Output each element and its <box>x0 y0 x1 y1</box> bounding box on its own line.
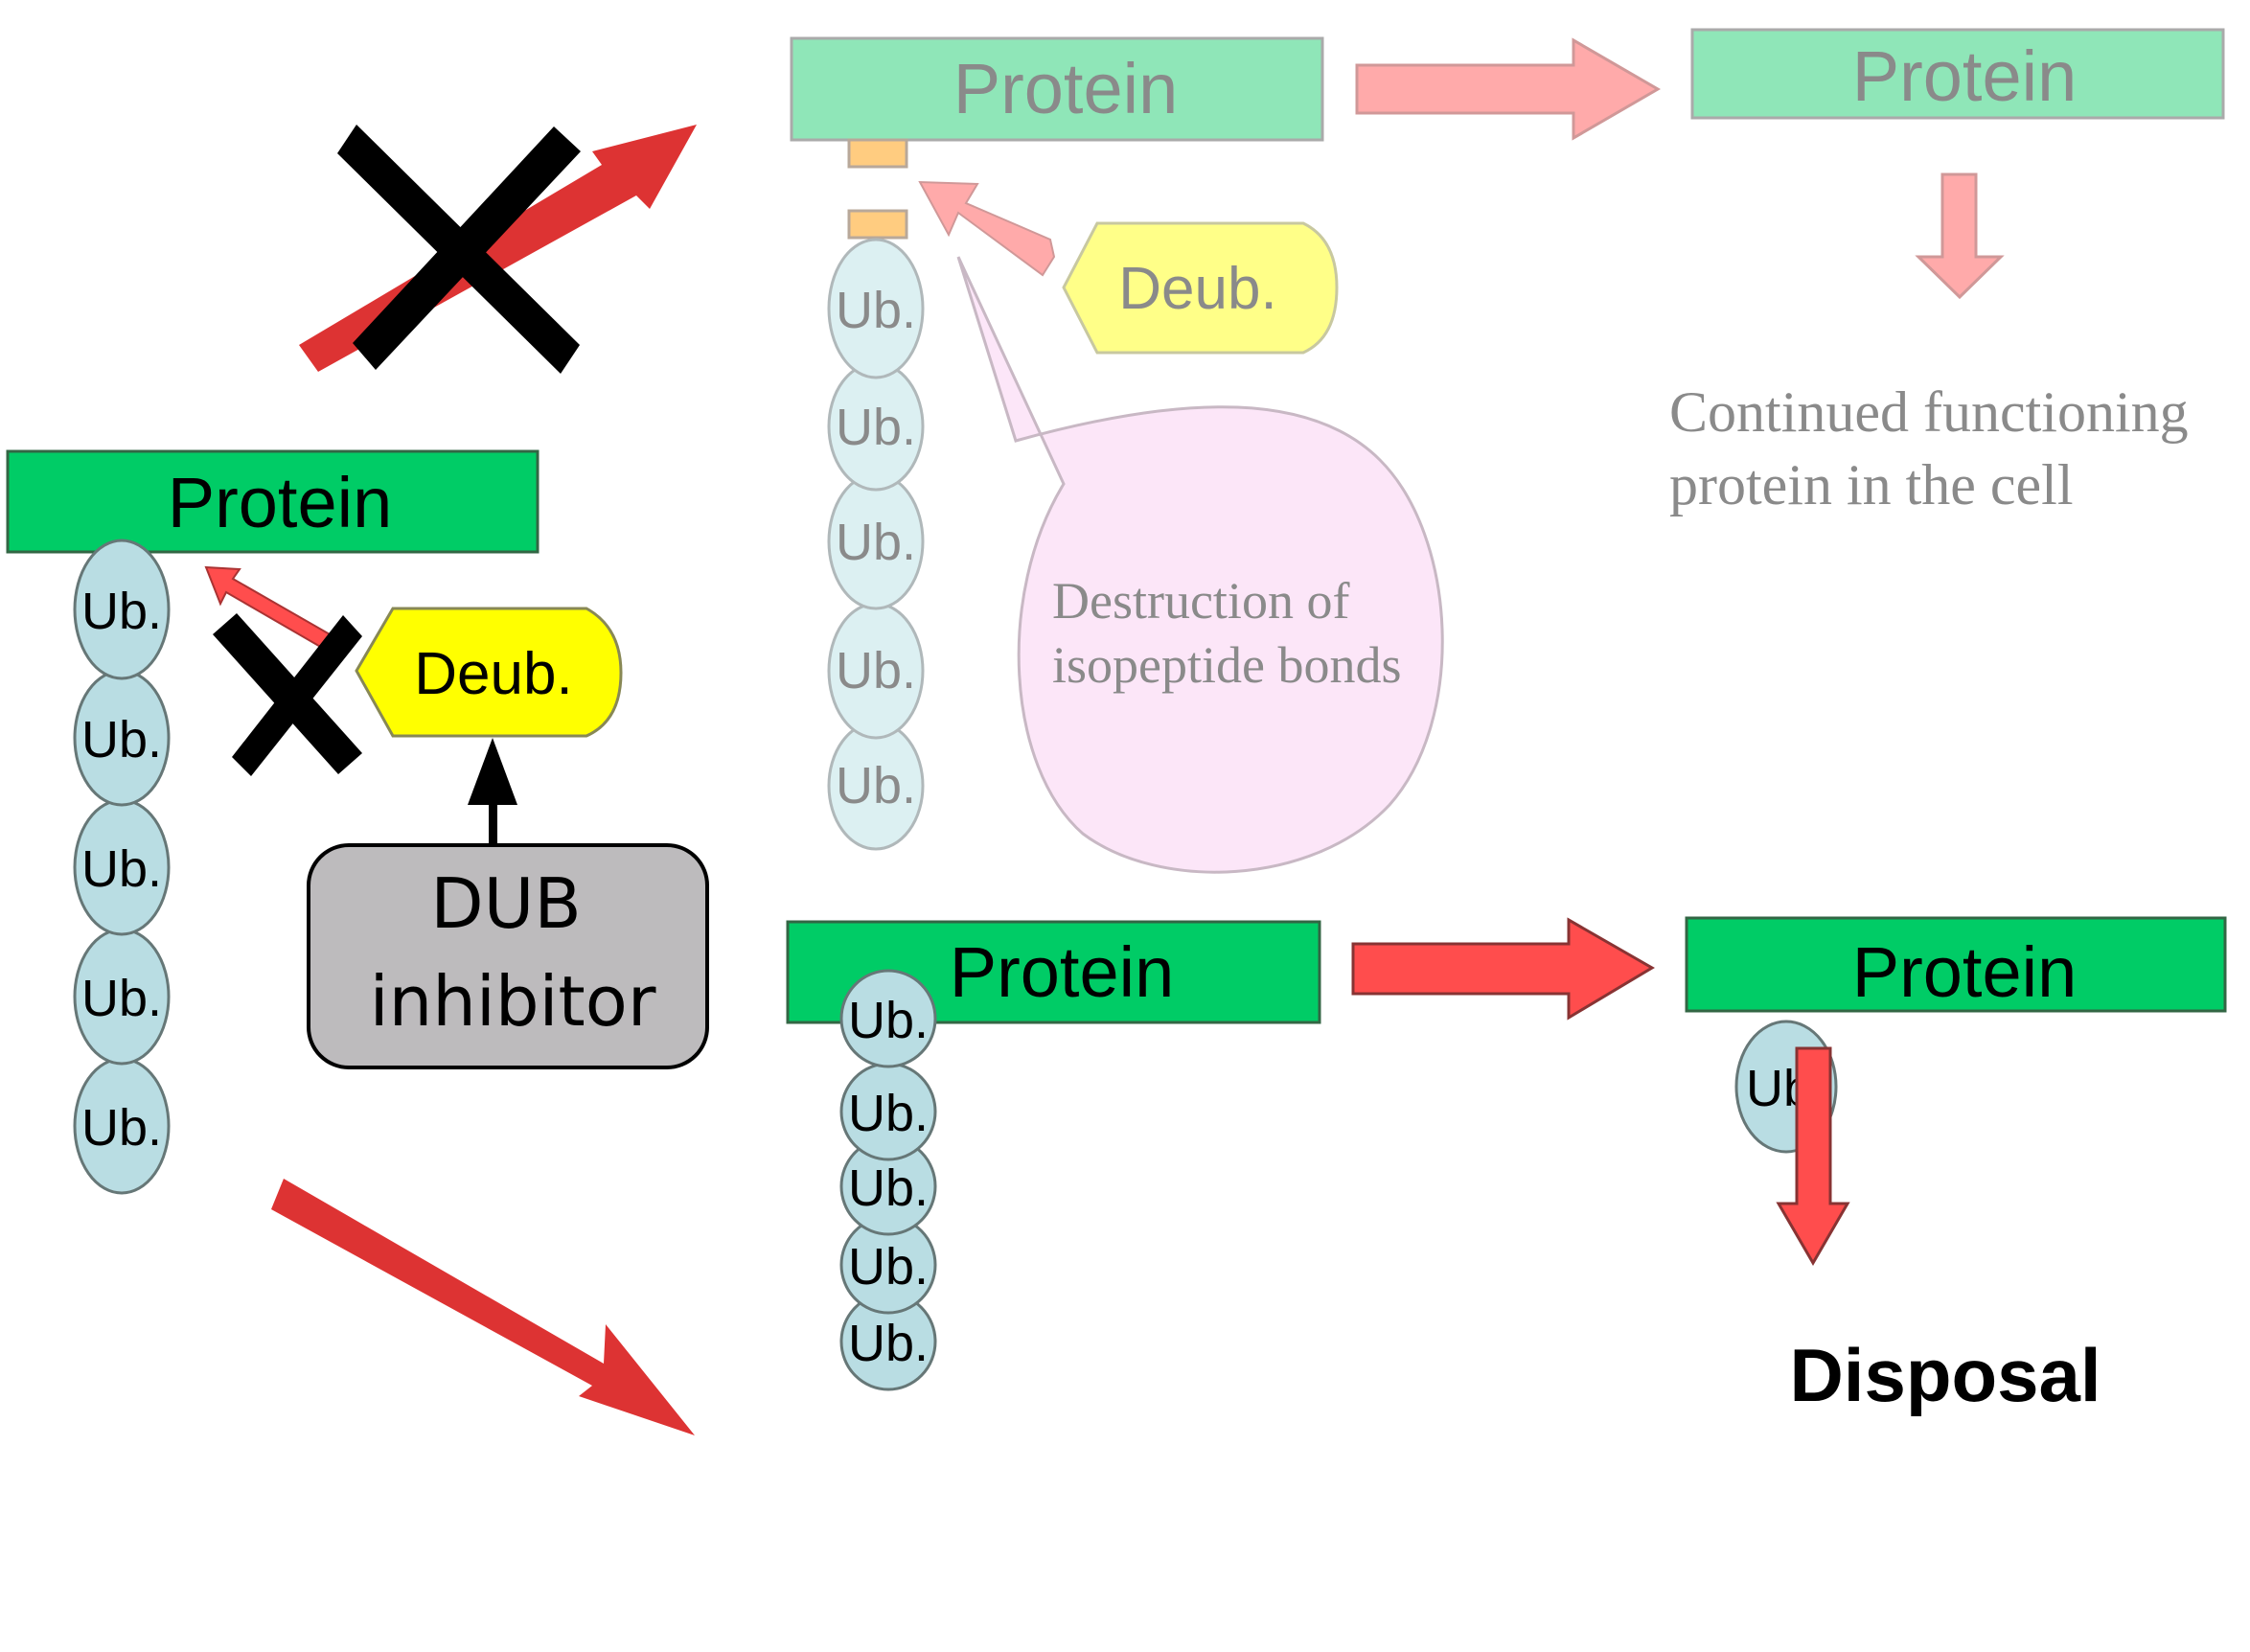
top-ub-chain: Ub. Ub. Ub. Ub. Ub. <box>827 238 925 851</box>
top-result-protein-label: Protein <box>1852 36 2077 116</box>
top-down-arrow <box>1915 172 2005 300</box>
ub-label: Ub. <box>848 1238 929 1296</box>
ub-circle <box>827 238 925 379</box>
left-panel: Protein Ub. Ub. Ub. Ub. Ub. Deub. <box>6 449 709 1435</box>
left-deub-label: Deub. <box>414 641 572 707</box>
ub-label: Ub. <box>848 1085 929 1142</box>
left-protein-label: Protein <box>168 463 392 542</box>
ub-label: Ub. <box>81 970 162 1027</box>
ub-label: Ub. <box>836 399 916 456</box>
left-ub-chain: Ub. Ub. Ub. Ub. Ub. <box>73 539 171 1195</box>
ub-label: Ub. <box>836 757 916 815</box>
ub-label: Ub. <box>81 711 162 769</box>
deub-cleave-arrow <box>918 180 1056 277</box>
block-x-icon <box>337 125 581 374</box>
bubble-text-line1: Destruction of <box>1052 572 1349 630</box>
bottom-result-protein-label: Protein <box>1852 932 2077 1012</box>
ub-label: Ub. <box>848 1315 929 1372</box>
ub-label: Ub. <box>848 1159 929 1217</box>
outcome-text-line1: Continued functioning <box>1669 380 2189 444</box>
lower-red-arrow <box>271 1179 695 1435</box>
bottom-pathway: Protein Ub. Ub. Ub. Ub. Ub. Protein Ub. … <box>786 916 2227 1417</box>
bond-fragment-lower <box>847 209 908 240</box>
ub-label: Ub. <box>81 840 162 898</box>
bottom-result-protein-box <box>1685 916 2227 1013</box>
ub-label: Ub. <box>81 1099 162 1157</box>
top-deub-shape <box>1062 221 1339 355</box>
inhibitor-label-line1: DUB <box>430 863 582 944</box>
top-right-arrow <box>1355 37 1661 141</box>
top-protein-label: Protein <box>953 49 1178 128</box>
bottom-protein-label: Protein <box>950 932 1174 1012</box>
ub-label: Ub. <box>81 583 162 640</box>
top-deub-label: Deub. <box>1118 256 1276 322</box>
bottom-ub-chain: Ub. Ub. Ub. Ub. Ub. <box>839 969 937 1391</box>
left-protein-box <box>6 449 540 554</box>
ub-label: Ub. <box>848 992 929 1049</box>
bond-fragment-upper <box>847 138 908 169</box>
bottom-down-arrow <box>1776 1046 1850 1266</box>
inhibition-arrow <box>468 738 517 846</box>
bubble-text-line2: isopeptide bonds <box>1052 636 1401 694</box>
outcome-text-line2: protein in the cell <box>1669 453 2074 516</box>
isopeptide-bubble <box>956 256 1444 874</box>
dub-inhibitor-box <box>307 843 709 1069</box>
left-deub-shape <box>355 607 623 738</box>
top-result-protein-box <box>1690 28 2225 120</box>
ub-circle <box>839 969 937 1068</box>
disposal-label: Disposal <box>1789 1333 2101 1417</box>
ub-label: Ub. <box>836 642 916 700</box>
ub-label: Ub. <box>836 282 916 339</box>
ub-circle <box>73 539 171 680</box>
small-block-x-icon <box>213 613 362 776</box>
top-pathway: Protein Ub. Ub. Ub. Ub. Ub. Destruction … <box>790 28 2225 874</box>
bottom-right-arrow <box>1351 917 1655 1021</box>
inhibitor-label-line2: inhibitor <box>370 961 656 1042</box>
top-protein-box <box>790 36 1324 142</box>
blocked-path <box>299 125 697 374</box>
ub-label: Ub. <box>836 514 916 571</box>
